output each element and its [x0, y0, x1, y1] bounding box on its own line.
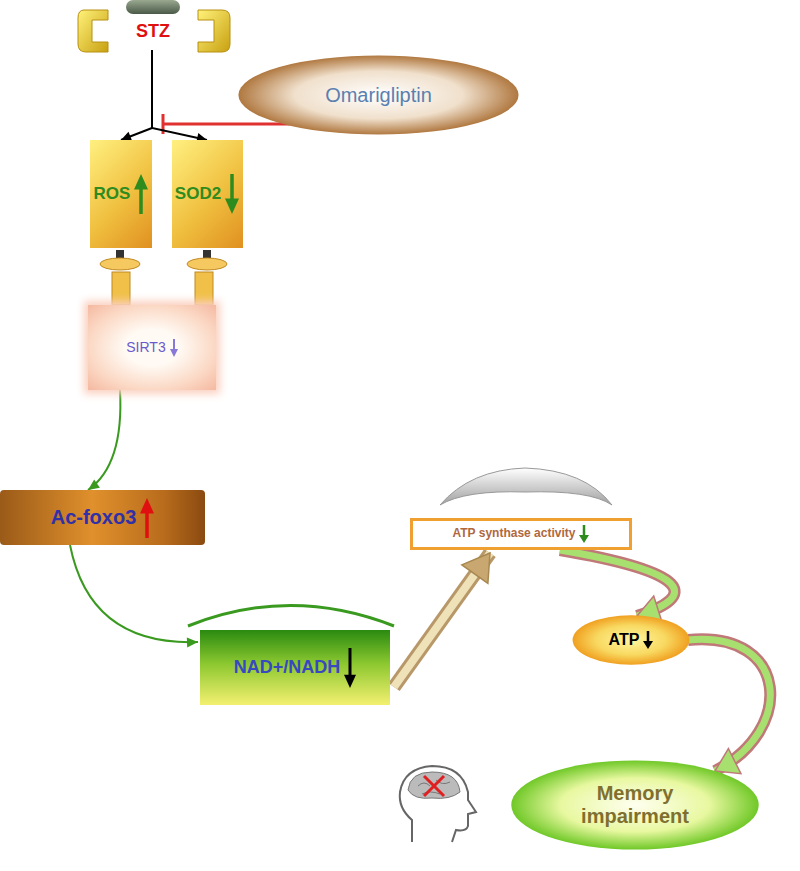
atp-ellipse: ATP	[572, 615, 690, 665]
connector	[88, 390, 120, 490]
connector	[560, 550, 675, 623]
pedestal-cap	[100, 258, 140, 270]
connector	[112, 272, 130, 305]
node-label: STZ	[136, 21, 170, 42]
outcome-ellipse: Memory impairment	[510, 760, 760, 850]
trend-arrow	[225, 174, 239, 214]
drug-label: STZ	[100, 12, 206, 50]
node-label: Ac-foxo3	[51, 506, 137, 529]
brain-head-icon	[400, 766, 476, 842]
activity-box: ATP synthase activity	[410, 518, 632, 550]
connector	[70, 545, 198, 647]
connector	[394, 553, 490, 687]
node-label: ATP	[609, 631, 640, 649]
marker-box: ROS	[90, 140, 152, 248]
ratio-box: NAD+/NADH	[200, 630, 390, 705]
left-bracket	[78, 10, 108, 52]
node-label: ATP synthase activity	[453, 527, 576, 541]
process-box: Ac-foxo3	[0, 490, 205, 545]
node-label: SIRT3	[126, 339, 165, 355]
node-label: ROS	[94, 184, 131, 204]
connector	[152, 50, 207, 143]
connector	[195, 272, 213, 305]
pedestal-cap	[187, 258, 227, 270]
trend-arrow	[140, 498, 154, 538]
stz-pill	[126, 0, 180, 14]
marker-box: SOD2	[172, 140, 243, 248]
node-label: Omarigliptin	[325, 84, 432, 107]
trend-arrow	[643, 631, 653, 649]
drug-ellipse: Omarigliptin	[237, 55, 520, 135]
nad-arc	[188, 606, 394, 627]
node-label: SOD2	[175, 184, 221, 204]
trend-arrow	[579, 525, 589, 543]
node-label: NAD+/NADH	[234, 657, 341, 678]
right-bracket	[198, 10, 230, 52]
trend-arrow	[344, 648, 356, 688]
trend-arrow	[134, 174, 148, 214]
synthase-cap	[440, 468, 612, 505]
inhibition-line	[164, 123, 290, 126]
pedestal-neck	[116, 250, 124, 258]
connector	[121, 50, 152, 141]
pedestal-neck	[203, 250, 211, 258]
sirt3-box: SIRT3	[88, 305, 216, 390]
connector	[688, 639, 770, 773]
trend-arrow	[170, 339, 178, 357]
node-label: Memory impairment	[550, 782, 720, 828]
